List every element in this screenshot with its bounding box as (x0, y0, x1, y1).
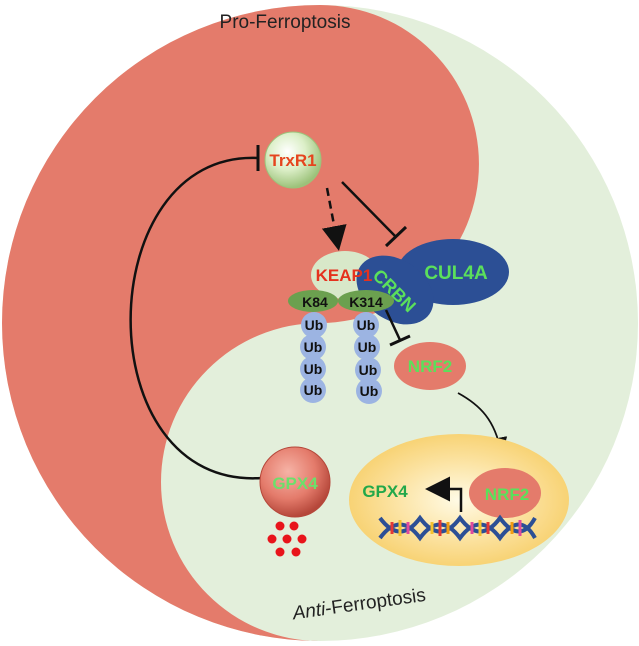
ub-bead (300, 334, 326, 360)
ub-bead (300, 377, 326, 403)
ub-bead (354, 334, 380, 360)
dna-helix-icon (378, 514, 537, 542)
gpx4-gene-label: GPX4 (362, 482, 408, 501)
transcription-arrow (425, 476, 463, 512)
ub-chain-k314: Ub Ub Ub Ub (353, 312, 382, 404)
pro-ferroptosis-region (2, 5, 479, 641)
k314-site (338, 290, 394, 312)
ub-label: Ub (304, 339, 323, 355)
nrf2-nuclear-label: NRF2 (485, 485, 529, 504)
ub-label: Ub (305, 317, 324, 333)
ub-bead (355, 357, 381, 383)
inhibition-bar (384, 225, 408, 248)
k84-label: K84 (302, 294, 328, 310)
trxr1-to-keap1-dashed-arrow (321, 187, 347, 251)
gpx4-inhibits-trxr1-line (129, 156, 263, 480)
ub-label: Ub (360, 383, 379, 399)
ub-bead (356, 378, 382, 404)
gpx4-node (259, 446, 331, 518)
lipid-peroxide-dots (267, 521, 307, 557)
nrf2-node (394, 342, 466, 390)
ub-label: Ub (357, 317, 376, 333)
ub-label: Ub (359, 362, 378, 378)
keap1-inhibits-nrf2-line (384, 309, 402, 341)
gpx4-label: GPX4 (272, 474, 318, 493)
keap1-label: KEAP1 (316, 266, 373, 285)
ub-label: Ub (304, 361, 323, 377)
inhibition-bar (389, 334, 411, 347)
nrf2-nuclear-node (469, 468, 541, 518)
ub-bead (300, 356, 326, 382)
ub-bead (301, 312, 327, 338)
ub-bead (353, 312, 379, 338)
pro-ferroptosis-label: Pro-Ferroptosis (220, 12, 351, 33)
ub-label: Ub (358, 339, 377, 355)
trxr1-label: TrxR1 (269, 151, 316, 170)
trxr1-node (264, 131, 322, 189)
cul4a-label: CUL4A (424, 263, 488, 284)
trxr1-inhibits-crbn-line (341, 181, 397, 238)
nrf2-label: NRF2 (408, 357, 452, 376)
ub-label: Ub (304, 382, 323, 398)
k314-label: K314 (349, 294, 383, 310)
k84-site (288, 290, 338, 312)
ub-chain-k84: Ub Ub Ub Ub (300, 312, 327, 403)
